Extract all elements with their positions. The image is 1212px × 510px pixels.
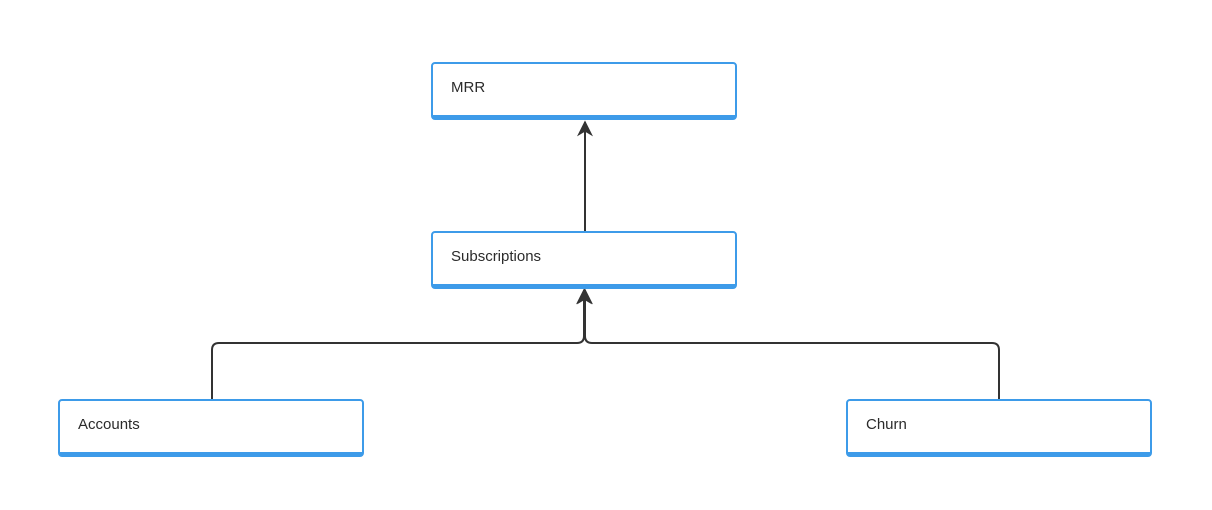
edge-churn-to-subscriptions [577,288,1000,399]
node-churn[interactable]: Churn [846,399,1152,457]
node-mrr[interactable]: MRR [431,62,737,120]
node-label: MRR [451,79,486,96]
node-subscriptions[interactable]: Subscriptions [431,231,737,289]
node-label: Accounts [78,416,140,433]
node-label: Churn [866,416,907,433]
edge-accounts-to-subscriptions [211,288,592,399]
node-accounts[interactable]: Accounts [58,399,364,457]
node-label: Subscriptions [451,248,542,265]
